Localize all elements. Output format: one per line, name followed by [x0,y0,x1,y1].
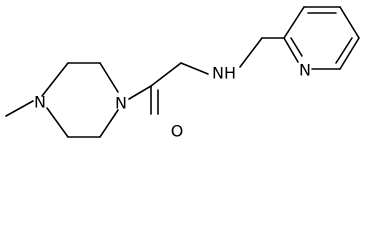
atom-label-n-acyl: N [115,94,127,113]
bond-methyl [5,100,34,117]
bond-ch2-nh [180,62,209,75]
bond-pip-6 [46,107,69,138]
bond-pip-3 [99,62,119,93]
atom-label-nh: NH [212,64,236,83]
atom-label-n-methyl: N [34,93,46,112]
bond-pyr-6 [283,37,299,63]
atom-label-o: O [171,122,184,141]
bond-n-carbonyl [128,85,152,100]
bond-pip-4 [99,109,119,138]
bond-nh-ch2 [239,37,263,68]
bond-pyr-4 [339,37,360,70]
bond-pyr-4-inner [335,37,353,64]
bond-pip-1 [41,62,69,97]
bond-pyr-3 [339,6,360,39]
atom-label-n-pyridine: N [299,61,311,80]
bond-pyr-6-inner [290,37,303,57]
bond-carbonyl-ch2 [150,62,182,87]
bond-pyr-1 [283,6,305,39]
molecule-structure: N N O NH N [5,6,360,141]
